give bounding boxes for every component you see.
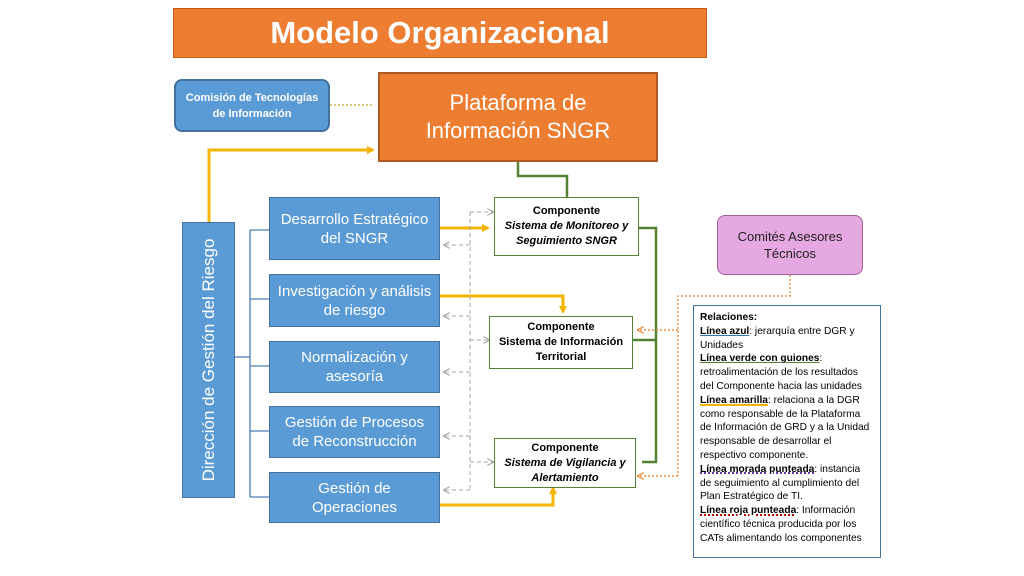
legend-text: : jerarquía entre DGR y Unidades	[700, 325, 855, 351]
unit-gestion-operaciones[interactable]: Gestión de Operaciones	[269, 472, 440, 523]
unit-investigacion[interactable]: Investigación y análisis de riesgo	[269, 274, 440, 327]
component-header: Componente	[532, 205, 601, 217]
legend-key: Línea amarilla	[700, 394, 768, 406]
legend-item-green: Línea verde con guiones: retroalimentaci…	[700, 352, 874, 393]
yellow-lines	[207, 146, 567, 507]
component-name: Sistema de Información Territorial	[498, 336, 624, 363]
legend-key: Línea roja punteada	[700, 505, 797, 517]
blue-hierarchy-lines	[235, 229, 270, 498]
unit-desarrollo-estrategico[interactable]: Desarrollo Estratégico del SNGR	[269, 197, 440, 260]
legend-item-yellow: Línea amarilla: relaciona a la DGR como …	[700, 394, 874, 463]
legend-text: : instancia de seguimiento al cumplimien…	[700, 463, 861, 503]
legend-box: Relaciones: Línea azul: jerarquía entre …	[693, 305, 881, 558]
component-territorial[interactable]: Componente Sistema de Información Territ…	[489, 316, 633, 369]
green-lines	[516, 162, 658, 464]
cti-box[interactable]: Comisión de Tecnologías de Información	[174, 79, 330, 132]
comites-box[interactable]: Comités Asesores Técnicos	[717, 215, 863, 275]
legend-text: : Información científico técnica produci…	[700, 505, 862, 544]
component-header: Componente	[527, 321, 595, 333]
component-name: Sistema de Vigilancia y Alertamiento	[504, 456, 626, 484]
dgr-label: Dirección de Gestión del Riesgo	[198, 238, 218, 482]
component-header: Componente	[531, 441, 599, 454]
legend-text: : retroalimentación de los resultados de…	[700, 353, 862, 392]
legend-key: Línea morada punteada	[700, 463, 815, 475]
unit-procesos-reconstruccion[interactable]: Gestión de Procesos de Reconstrucción	[269, 406, 440, 458]
legend-item-blue: Línea azul: jerarquía entre DGR y Unidad…	[700, 325, 874, 353]
legend-title: Relaciones:	[700, 312, 758, 323]
component-name: Sistema de Monitoreo y Seguimiento SNGR	[504, 220, 629, 247]
unit-normalizacion[interactable]: Normalización y asesoría	[269, 341, 440, 393]
plataforma-box[interactable]: Plataforma de Información SNGR	[378, 72, 658, 162]
green-dashed-feedback-lines	[444, 212, 493, 490]
legend-item-purple: Línea morada punteada: instancia de segu…	[700, 463, 874, 504]
red-dotted-lines	[638, 275, 791, 476]
dgr-box[interactable]: Dirección de Gestión del Riesgo	[182, 222, 235, 498]
legend-key: Línea azul	[700, 325, 750, 337]
component-vigilancia[interactable]: Componente Sistema de Vigilancia y Alert…	[494, 438, 636, 488]
legend-key: Línea verde con guiones	[700, 353, 820, 365]
page-title: Modelo Organizacional	[173, 8, 707, 58]
legend-text: : relaciona a la DGR como responsable de…	[700, 394, 870, 461]
legend-item-red: Línea roja punteada: Información científ…	[700, 504, 874, 545]
component-monitoreo[interactable]: Componente Sistema de Monitoreo y Seguim…	[494, 197, 639, 256]
